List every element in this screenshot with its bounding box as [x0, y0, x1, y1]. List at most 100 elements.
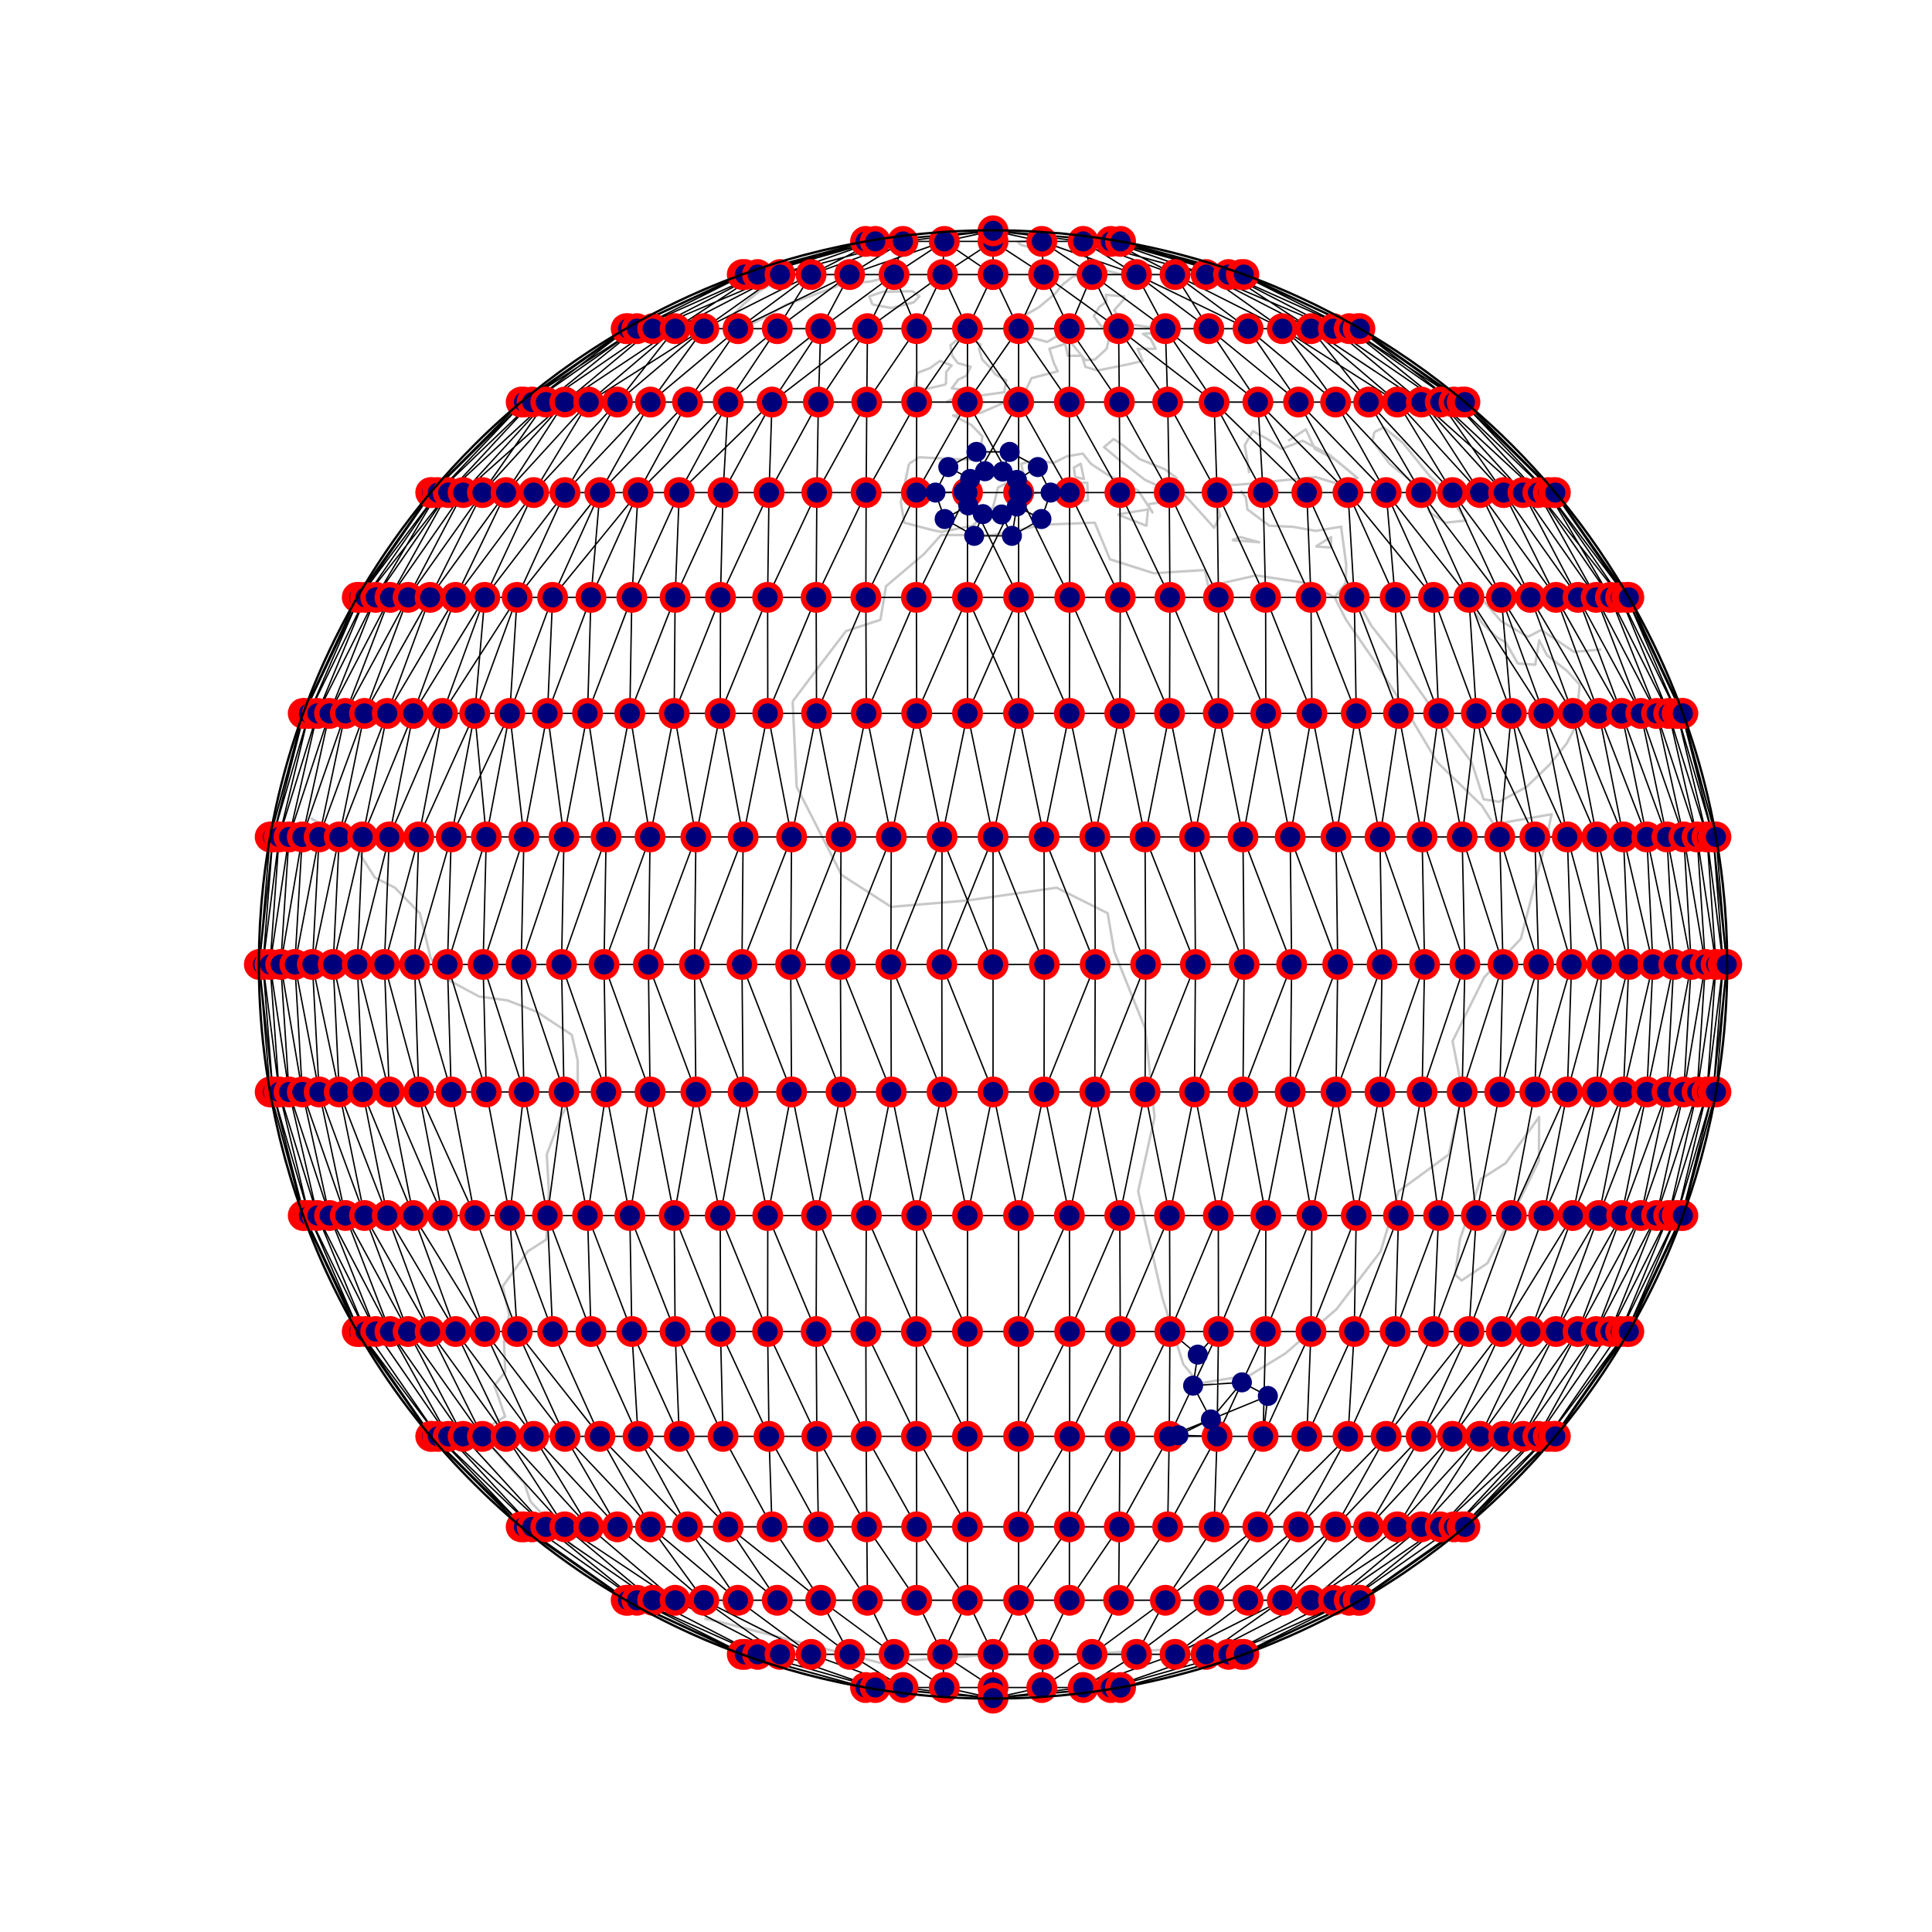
grid-node-inner-marker — [1134, 1082, 1155, 1102]
grid-node — [803, 386, 834, 418]
grid-node-inner-marker — [957, 1321, 978, 1342]
grid-node-inner-marker — [1159, 1205, 1180, 1226]
grid-node — [575, 582, 607, 613]
grid-node-inner-marker — [1253, 482, 1274, 503]
grid-node — [427, 1199, 458, 1231]
grid-node — [1283, 1511, 1315, 1543]
grid-node — [1233, 1584, 1264, 1616]
grid-node-inner-marker — [925, 482, 946, 503]
grid-node — [1053, 1584, 1085, 1616]
grid-node — [1152, 386, 1183, 418]
grid-node-inner-marker — [1253, 1426, 1274, 1447]
grid-node — [1202, 582, 1234, 613]
grid-node-inner-marker — [693, 318, 714, 339]
grid-node-inner-marker — [830, 954, 851, 975]
grid-node — [393, 582, 424, 613]
grid-node-inner-marker — [403, 703, 423, 724]
grid-node-inner-marker — [932, 1644, 953, 1665]
grid-node — [1154, 698, 1185, 730]
grid-node — [1029, 949, 1060, 980]
grid-node-inner-marker — [1059, 1590, 1080, 1611]
grid-node-inner-marker — [398, 1321, 419, 1342]
grid-node — [928, 226, 960, 257]
grid-node-inner-marker — [1301, 1205, 1322, 1226]
coastline — [1357, 595, 1602, 804]
grid-node — [1202, 1316, 1234, 1347]
grid-node — [664, 1420, 695, 1452]
grid-node — [1453, 582, 1485, 613]
grid-node — [634, 386, 666, 418]
grid-node — [414, 582, 446, 613]
grid-node-inner-marker — [1529, 954, 1549, 975]
grid-node — [878, 1638, 910, 1670]
grid-node — [776, 821, 808, 852]
grid-node — [688, 1584, 719, 1616]
grid-node — [1320, 1077, 1352, 1107]
grid-node-inner-marker — [932, 1082, 952, 1102]
grid-node-inner-marker — [537, 703, 558, 724]
grid-node — [1291, 477, 1322, 509]
grid-node — [664, 477, 695, 509]
grid-node-inner-marker — [1165, 1644, 1185, 1665]
grid-node-inner-marker — [811, 318, 831, 339]
grid-node — [900, 582, 932, 613]
grid-node — [705, 1199, 736, 1231]
grid-node-inner-marker — [1031, 509, 1052, 529]
grid-node-inner-marker — [1301, 587, 1321, 607]
grid-node-inner-marker — [472, 1426, 493, 1447]
grid-node-inner-marker — [881, 1082, 902, 1102]
grid-node-inner-marker — [665, 1590, 685, 1611]
grid-node — [1276, 949, 1308, 980]
grid-node-inner-marker — [1084, 827, 1105, 847]
grid-node — [761, 313, 793, 345]
grid-node-inner-marker — [1204, 1516, 1224, 1537]
grid-node-inner-marker — [329, 1082, 349, 1102]
grid-node — [1332, 477, 1364, 509]
grid-node — [1028, 1638, 1060, 1670]
grid-node — [901, 698, 933, 730]
grid-node — [1190, 1638, 1222, 1670]
coastline — [791, 521, 1553, 1385]
grid-node — [727, 1077, 759, 1107]
grid-node — [467, 1420, 498, 1452]
grid-node — [1079, 1077, 1111, 1107]
grid-node-inner-marker — [757, 1205, 778, 1226]
grid-node-inner-marker — [1588, 703, 1609, 724]
grid-node-inner-marker — [642, 318, 663, 339]
grid-node — [659, 1584, 691, 1616]
grid-node-inner-marker — [1272, 318, 1293, 339]
grid-node-inner-marker — [732, 954, 753, 975]
grid-node — [1242, 386, 1274, 418]
grid-node-inner-marker — [507, 587, 528, 607]
grid-node — [1464, 477, 1496, 509]
grid-node-inner-marker — [759, 482, 780, 503]
grid-node — [614, 1199, 645, 1231]
grid-node — [490, 477, 522, 509]
grid-node-inner-marker — [499, 1205, 520, 1226]
grid-node-inner-marker — [1325, 392, 1346, 413]
grid-node — [901, 1584, 933, 1616]
grid-node-inner-marker — [992, 504, 1012, 525]
grid-node-inner-marker — [1034, 827, 1054, 847]
grid-node-inner-marker — [1009, 1205, 1029, 1226]
grid-node — [966, 441, 987, 462]
grid-node — [801, 582, 832, 613]
grid-node — [573, 386, 604, 418]
grid-node — [1528, 698, 1560, 730]
grid-node-inner-marker — [1247, 392, 1268, 413]
grid-node-inner-marker — [1199, 1590, 1219, 1611]
grid-node — [573, 1511, 604, 1543]
grid-node-inner-marker — [865, 231, 886, 252]
grid-node — [1054, 1316, 1086, 1347]
grid-node-inner-marker — [1110, 1426, 1131, 1447]
grid-node-inner-marker — [811, 1590, 831, 1611]
grid-node — [672, 1511, 703, 1543]
grid-node — [349, 698, 380, 730]
grid-node-inner-marker — [1385, 1321, 1406, 1342]
grid-node-inner-marker — [1196, 264, 1216, 285]
grid-node — [1130, 949, 1162, 980]
coastline — [1073, 462, 1086, 481]
grid-node — [713, 1511, 744, 1543]
grid-node-inner-marker — [1442, 1426, 1463, 1447]
grid-node-inner-marker — [543, 587, 563, 607]
